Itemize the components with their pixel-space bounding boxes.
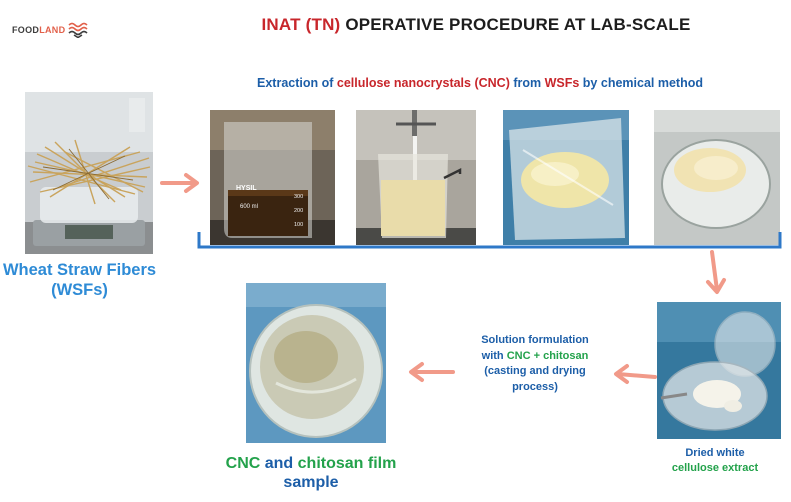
petri-paste-illustration [654,110,780,245]
film-sample-photo [246,283,386,443]
dark-beaker-illustration [210,110,335,245]
arrow-wsf-to-extraction [160,173,199,193]
dried-cellulose-illustration [657,302,781,439]
arrow-bracket-to-dried [706,250,726,294]
arrow-dried-to-solution [614,364,657,384]
film-sample-illustration [246,283,386,443]
logo-text: FOODLAND [12,25,66,35]
beaker-mark-300: 300 [294,194,304,200]
extraction-subtitle: Extraction of cellulose nanocrystals (CN… [257,76,703,90]
beaker-mark-200: 200 [294,208,304,214]
petri-dish-paste-photo [654,110,780,245]
beaker-dark-liquid-photo: HYSIL 600 ml 300 200 100 [210,110,335,245]
dried-cellulose-photo [657,302,781,439]
wsf-label: Wheat Straw Fibers (WSFs) [2,261,157,299]
paste-in-bag-photo [503,110,629,245]
foodland-logo: FOODLAND [12,22,88,38]
stirring-beaker-illustration [356,110,476,245]
beaker-mark-100: 100 [294,222,304,228]
paste-bag-illustration [503,110,629,245]
beaker-stirring-photo [356,110,476,245]
wheat-straw-illustration [25,92,153,254]
film-sample-label: CNC and chitosan film sample [225,455,397,491]
solution-formulation-label: Solution formulation with CNC + chitosan… [481,334,589,393]
arrow-solution-to-film [409,362,455,382]
wheat-straw-photo [25,92,153,254]
beaker-volume-label: 600 ml [240,204,259,210]
wave-logo-icon [68,22,88,38]
beaker-brand-label: HYSIL [236,185,257,192]
dried-extract-label: Dried white cellulose extract [671,447,759,474]
page-title: INAT (TN) OPERATIVE PROCEDURE AT LAB-SCA… [261,15,691,34]
